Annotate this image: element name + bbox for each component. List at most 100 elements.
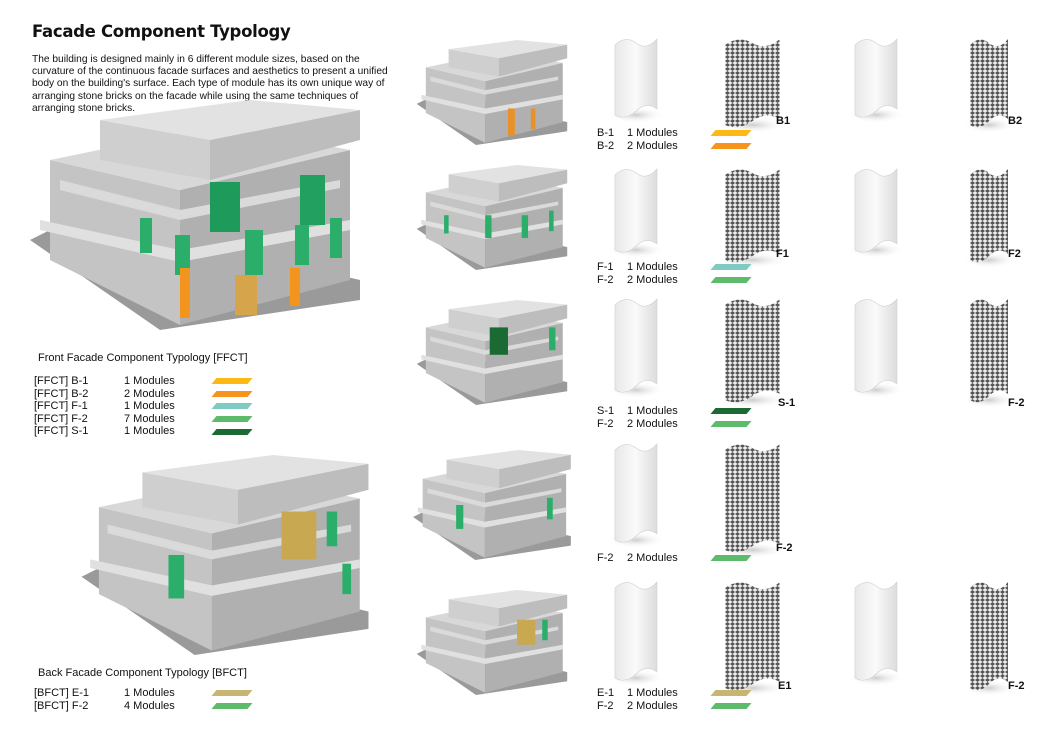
color-swatch (211, 702, 253, 709)
module-panel-brick-pattern (717, 169, 788, 268)
front-facade-model (30, 100, 360, 330)
module-label: F-2 (776, 542, 793, 554)
module-panel-smooth (847, 298, 905, 398)
legend-item: [BFCT] F-2 4 Modules (34, 699, 253, 713)
module-panel-brick-pattern (962, 299, 1016, 408)
color-swatch (211, 378, 253, 385)
color-swatch (211, 690, 253, 697)
module-legend: F-2 2 Modules (597, 552, 752, 565)
module-panel-smooth (607, 38, 665, 123)
module-code: F-2 (597, 273, 614, 286)
module-code: F-2 (597, 417, 614, 430)
legend-item: F-1 1 Modules (597, 261, 752, 274)
module-code: B-2 (597, 139, 615, 152)
legend-item: [BFCT] E-1 1 Modules (34, 687, 253, 700)
module-label: F-2 (1008, 397, 1025, 409)
module-count: 2 Modules (627, 139, 678, 152)
module-code: B-1 (597, 127, 615, 139)
module-count: 1 Modules (124, 375, 175, 387)
color-swatch (710, 702, 752, 709)
model-view-f (416, 165, 568, 270)
module-panel-smooth (607, 581, 665, 686)
module-panel-smooth (847, 581, 905, 686)
module-code: [FFCT] S-1 (34, 425, 89, 438)
color-swatch (211, 390, 253, 397)
legend-item: [FFCT] S-1 1 Modules (34, 425, 253, 438)
module-count: 2 Modules (627, 699, 678, 712)
module-count: 1 Modules (627, 687, 678, 699)
front-legend-title: Front Facade Component Typology [FFCT] (38, 352, 248, 364)
module-label: B1 (776, 115, 791, 127)
back-facade-model (81, 455, 369, 655)
color-swatch (211, 403, 253, 410)
color-swatch (710, 555, 752, 562)
module-panel-brick-pattern (717, 299, 788, 408)
module-count: 2 Modules (627, 552, 678, 564)
module-code: [BFCT] E-1 (34, 687, 90, 699)
color-swatch (211, 416, 253, 423)
module-code: [FFCT] F-2 (34, 412, 88, 425)
page-title: Facade Component Typology (32, 22, 291, 41)
module-count: 7 Modules (124, 412, 175, 425)
legend-item: E-1 1 Modules (597, 687, 752, 700)
color-swatch (211, 428, 253, 435)
module-panel-smooth (607, 443, 665, 548)
module-panel-smooth (847, 168, 905, 258)
model-view-b (416, 40, 568, 145)
model-view-back-e (416, 590, 568, 695)
module-code: [FFCT] F-1 (34, 400, 88, 413)
legend-item: F-2 2 Modules (597, 417, 752, 431)
legend-item: [FFCT] B-2 2 Modules (34, 387, 253, 401)
module-label: F-2 (1008, 680, 1025, 692)
legend-item: [FFCT] F-2 7 Modules (34, 412, 253, 426)
module-label: B2 (1008, 115, 1023, 127)
module-label: F2 (1008, 248, 1021, 260)
module-code: [FFCT] B-1 (34, 375, 89, 387)
model-view-s (416, 300, 568, 405)
description: The building is designed mainly in 6 dif… (32, 54, 388, 114)
module-panel-smooth (847, 38, 905, 123)
module-panel-brick-pattern (717, 444, 788, 558)
module-panel-smooth (607, 298, 665, 398)
module-code: E-1 (597, 687, 615, 699)
module-count: 1 Modules (627, 127, 678, 139)
module-code: F-1 (597, 261, 614, 273)
module-label: F1 (776, 248, 789, 260)
module-panel-smooth (607, 168, 665, 258)
module-code: [BFCT] F-2 (34, 699, 89, 712)
module-panel-brick-pattern (962, 169, 1016, 268)
color-swatch (710, 130, 752, 137)
legend-item: B-2 2 Modules (597, 139, 752, 153)
color-swatch (710, 690, 752, 697)
module-count: 2 Modules (627, 417, 678, 430)
module-panel-brick-pattern (962, 39, 1016, 133)
module-count: 1 Modules (124, 400, 175, 413)
module-code: [FFCT] B-2 (34, 387, 89, 400)
model-view-back-f (413, 450, 571, 560)
color-swatch (710, 408, 752, 415)
color-swatch (710, 276, 752, 283)
legend-item: [FFCT] B-1 1 Modules (34, 375, 253, 388)
color-swatch (710, 142, 752, 149)
back-legend: [BFCT] E-1 1 Modules [BFCT] F-2 4 Modules (34, 687, 253, 713)
module-count: 1 Modules (124, 687, 175, 699)
module-count: 2 Modules (124, 387, 175, 400)
module-label: S-1 (778, 397, 796, 409)
back-legend-title: Back Facade Component Typology [BFCT] (38, 667, 247, 679)
module-count: 1 Modules (124, 425, 175, 438)
module-count: 1 Modules (627, 261, 678, 273)
module-panel-brick-pattern (717, 39, 788, 133)
module-label: E1 (778, 680, 792, 692)
module-code: F-2 (597, 552, 614, 564)
legend-item: B-1 1 Modules (597, 127, 752, 140)
module-count: 4 Modules (124, 699, 175, 712)
module-code: S-1 (597, 405, 615, 417)
